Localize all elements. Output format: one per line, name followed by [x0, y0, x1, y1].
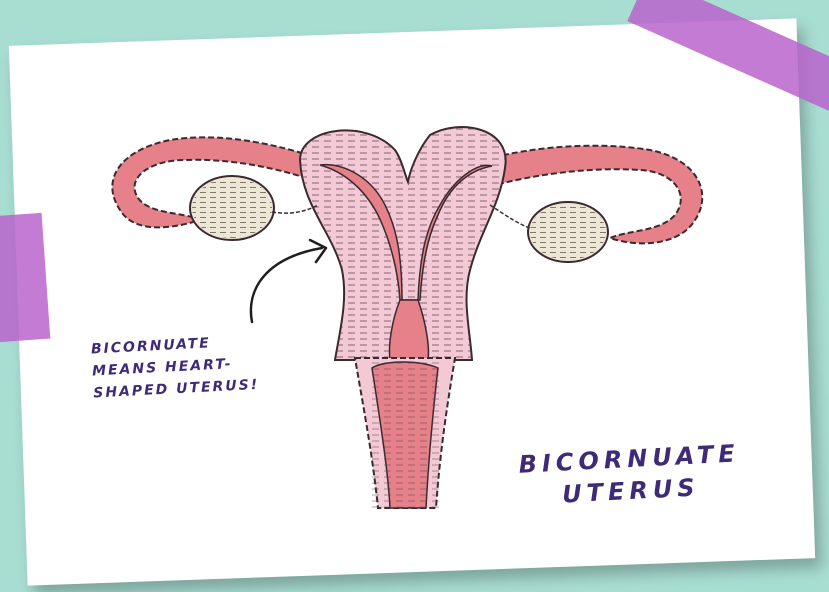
diagram-title: BICORNUATE UTERUS — [503, 437, 756, 514]
annotation-arrow — [251, 248, 322, 322]
annotation-note: BICORNUATE MEANS HEART- SHAPED UTERUS! — [90, 328, 303, 405]
